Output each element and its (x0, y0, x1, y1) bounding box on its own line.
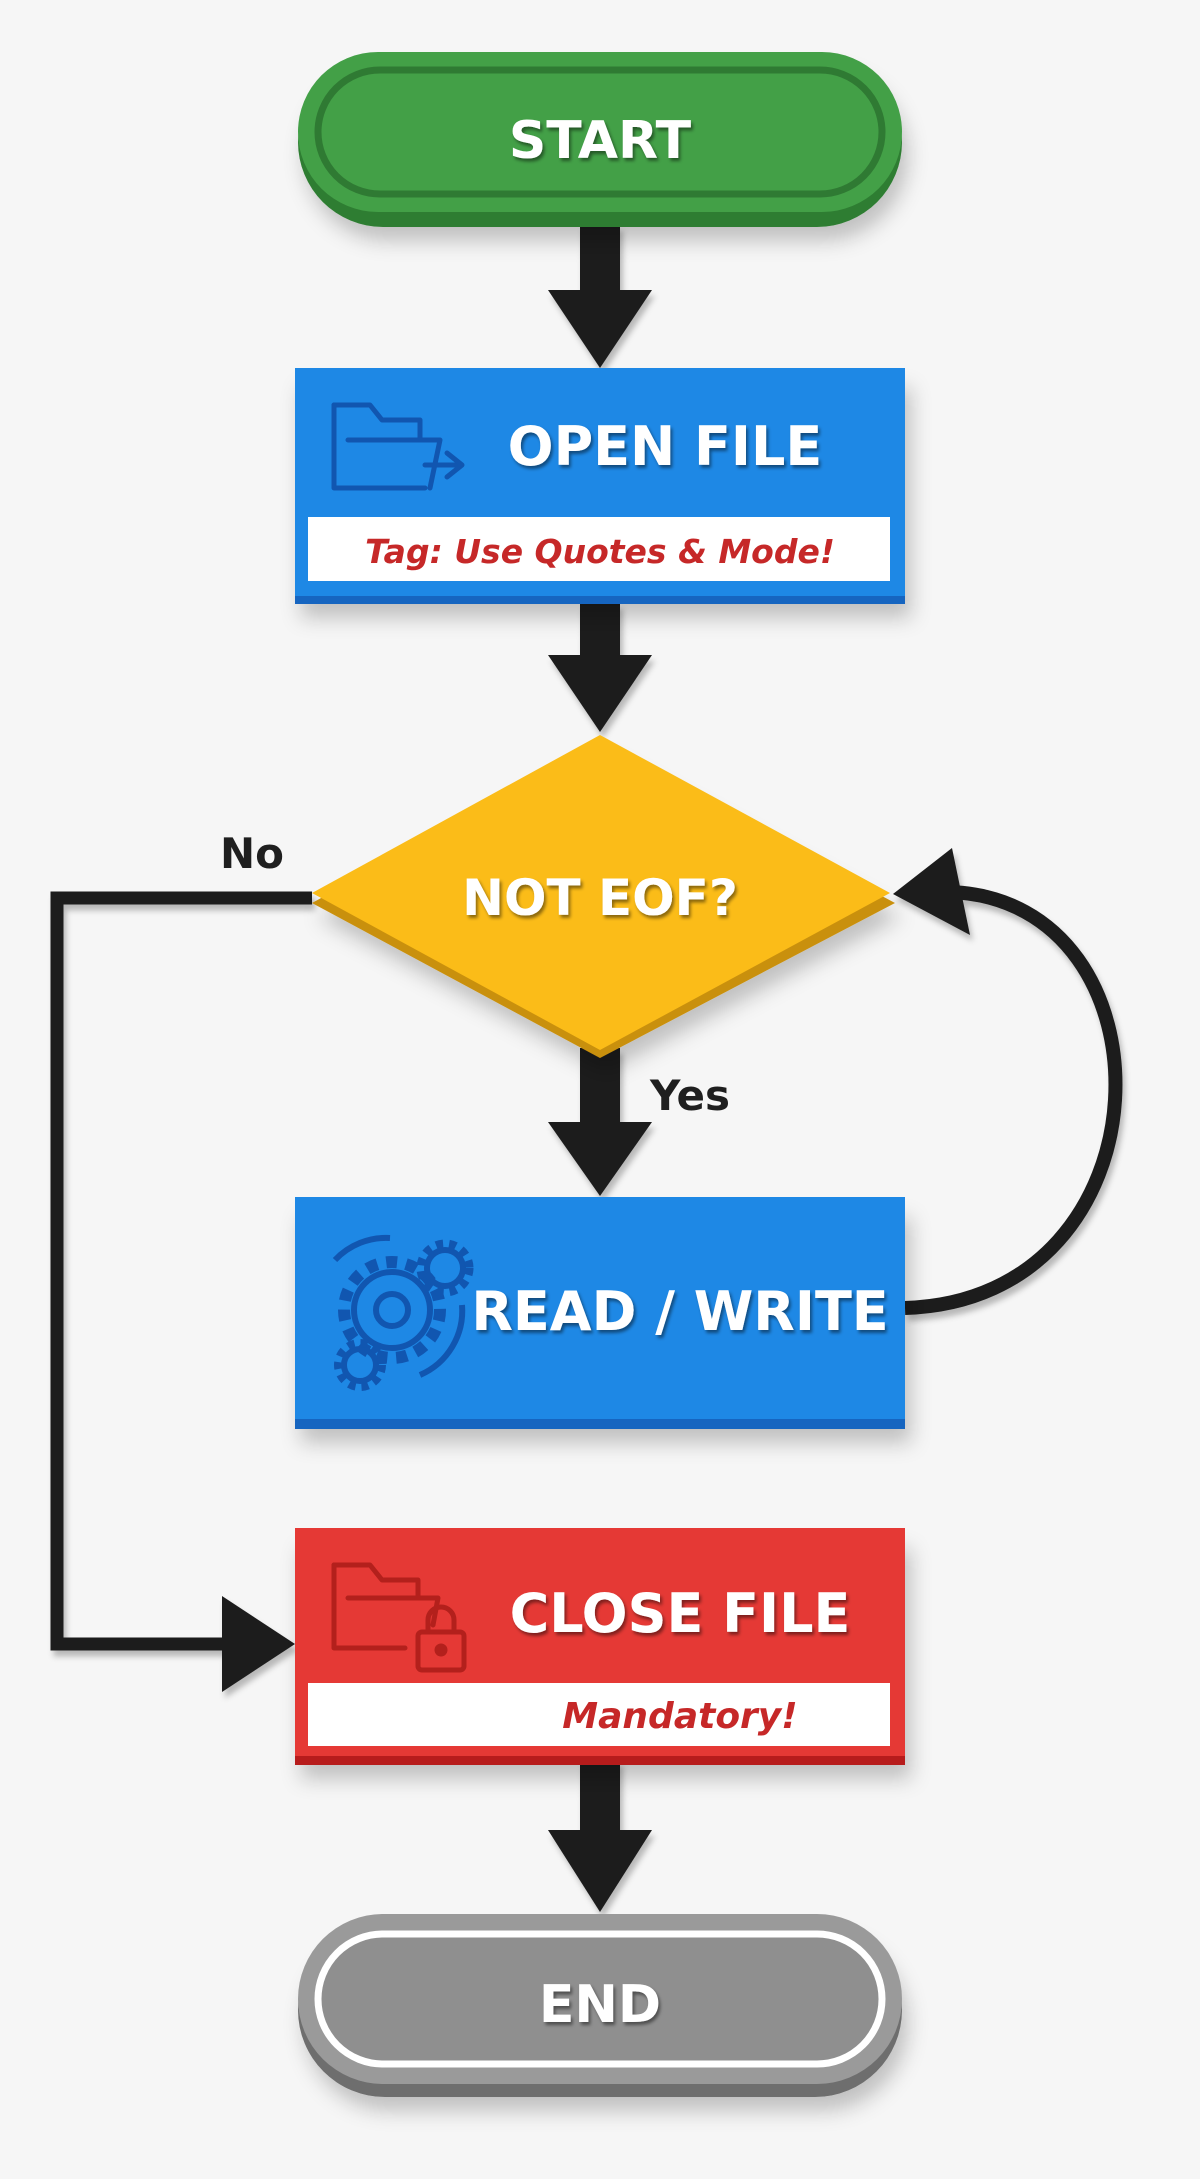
close-file-note-box (308, 1683, 890, 1746)
folder-lock-icon (331, 1562, 467, 1673)
gears-icon (332, 1234, 474, 1391)
folder-arrow-icon (331, 402, 465, 491)
end-node: END (298, 1914, 902, 2097)
start-node: START (298, 52, 902, 227)
edge-label-yes: Yes (649, 1071, 730, 1120)
arrow-no-to-close (50, 891, 312, 1692)
arrow-open-to-decision (548, 603, 652, 732)
decision-node: NOT EOF? (312, 735, 895, 1058)
start-label: START (509, 111, 692, 171)
connectors (50, 225, 1123, 1912)
end-label: END (539, 1975, 661, 2035)
arrow-start-to-open (548, 225, 652, 368)
close-file-note: Mandatory! (562, 1696, 797, 1737)
decision-label: NOT EOF? (462, 869, 738, 927)
arrow-close-to-end (548, 1760, 652, 1912)
arrow-yes-to-read-write (548, 1048, 652, 1196)
arrow-loop-back (893, 848, 1123, 1315)
open-file-note-box (308, 517, 890, 581)
read-write-node: READ / WRITE (295, 1197, 905, 1429)
close-file-label: CLOSE FILE (510, 1582, 851, 1645)
open-file-node: OPEN FILE Tag: Use Quotes & Mode! (295, 368, 905, 604)
open-file-label: OPEN FILE (508, 415, 823, 478)
open-file-note: Tag: Use Quotes & Mode! (365, 532, 835, 571)
close-file-node: CLOSE FILE Mandatory! (295, 1528, 905, 1765)
read-write-label: READ / WRITE (471, 1280, 888, 1343)
edge-label-no: No (220, 829, 284, 878)
